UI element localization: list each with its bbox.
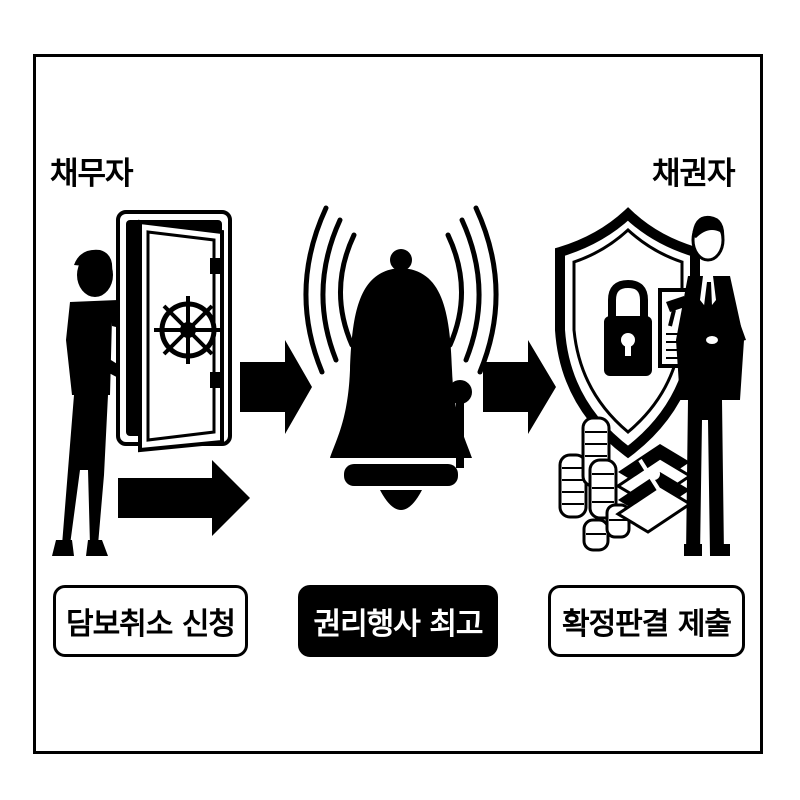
arrow-right-icon-1 <box>240 340 312 434</box>
debtor-label: 채무자 <box>50 156 134 192</box>
bell-icon <box>303 205 499 510</box>
step-caption-rights-notice: 권리행사 최고 <box>298 585 498 657</box>
shield-lock-icon <box>555 207 700 459</box>
safe-icon <box>116 210 232 453</box>
cash-bundle-icon <box>615 444 693 534</box>
creditor-label: 채권자 <box>652 156 736 192</box>
diagram-frame <box>33 54 763 754</box>
step-caption-final-judgment: 확정판결 제출 <box>548 585 745 657</box>
step-caption-collateral-cancel: 담보취소 신청 <box>53 585 248 657</box>
arrow-right-icon-2 <box>118 460 250 536</box>
arrow-right-icon-3 <box>483 340 556 434</box>
creditor-person-icon <box>676 215 746 556</box>
